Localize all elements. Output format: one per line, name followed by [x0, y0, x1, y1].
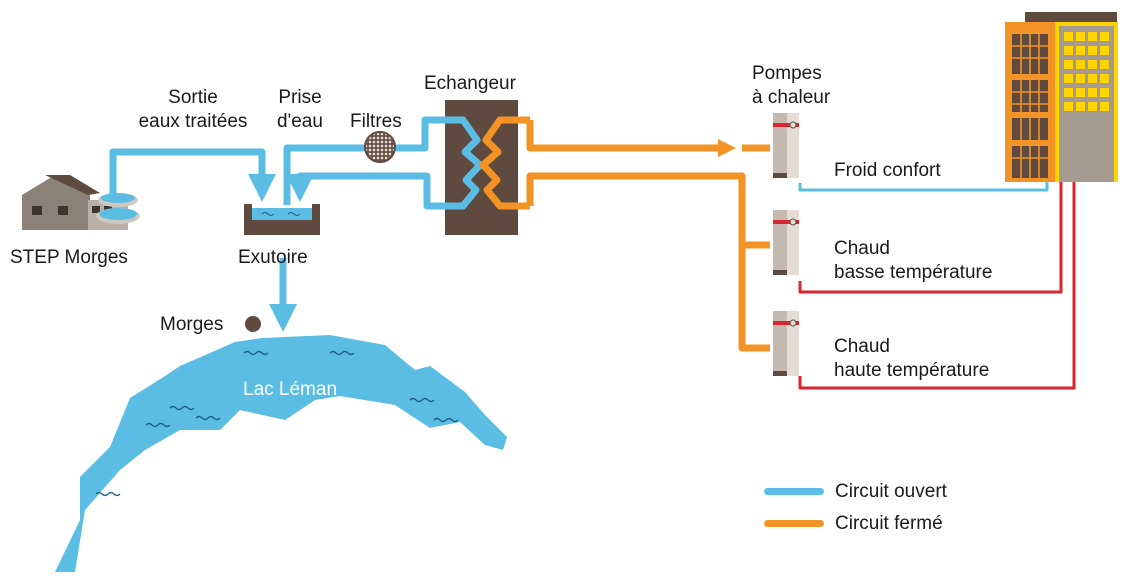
filter-icon: [364, 131, 396, 163]
morges-label: Morges: [160, 314, 224, 335]
exchanger-return-pipe: [286, 172, 445, 210]
legend-swatch-closed: [764, 520, 824, 527]
chaud-bt-label-line2: basse température: [834, 262, 993, 283]
lake-wave-marks: [95, 350, 459, 497]
lake-label: Lac Léman: [243, 379, 338, 400]
heat-pump-icon: [773, 113, 799, 178]
pompes-label-line1: Pompes: [752, 63, 822, 84]
sortie-label-line2: eaux traitées: [138, 111, 248, 132]
heat-distribution-lines: [798, 175, 1076, 390]
froid-confort-label: Froid confort: [834, 160, 941, 181]
echangeur-label: Echangeur: [424, 73, 516, 94]
lake-shape: [55, 335, 507, 572]
step-label: STEP Morges: [10, 247, 128, 268]
outlet-basin-icon: [244, 204, 320, 235]
legend-label-open: Circuit ouvert: [835, 481, 947, 502]
heat-pump-icon: [773, 311, 799, 376]
heat-pump-icon: [773, 210, 799, 275]
exchanger-in-pipe: [392, 116, 445, 152]
outflow-pipe: [109, 148, 276, 202]
prise-label-line1: Prise: [278, 87, 322, 108]
chaud-bt-label-line1: Chaud: [834, 238, 890, 259]
filtres-label: Filtres: [350, 111, 402, 132]
open-circuit-pipes: [109, 116, 1049, 332]
sortie-label-line1: Sortie: [168, 87, 218, 108]
closed-circuit-arrow: [718, 139, 736, 157]
building-icon: [1005, 12, 1118, 182]
legend-label-closed: Circuit fermé: [835, 513, 943, 534]
exutoire-label: Exutoire: [238, 247, 308, 268]
chaud-ht-label-line2: haute température: [834, 360, 990, 381]
pompes-label-line2: à chaleur: [752, 87, 831, 108]
chaud-ht-label-line1: Chaud: [834, 336, 890, 357]
prise-label-line2: d'eau: [277, 111, 323, 132]
city-dot-icon: [245, 316, 261, 332]
closed-circuit-pipes: [526, 120, 770, 352]
exchanger-icon: [445, 100, 530, 235]
wastewater-plant-icon: [22, 175, 140, 230]
legend-swatch-open: [764, 488, 824, 495]
